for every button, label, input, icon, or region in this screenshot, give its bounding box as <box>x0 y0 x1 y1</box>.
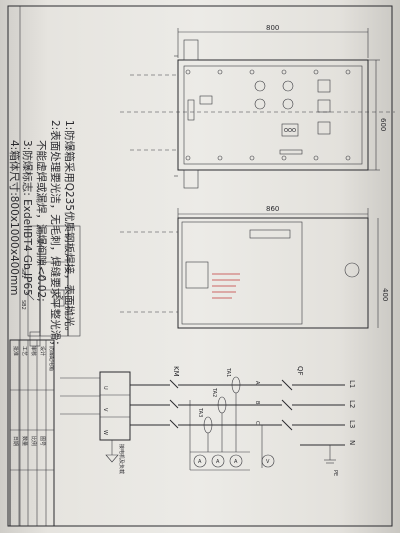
dimension-width: 800 <box>266 24 279 32</box>
title-block-cell: 设计 <box>39 346 46 356</box>
lifting-ring-icon <box>344 262 360 278</box>
front-view <box>120 28 395 189</box>
title-block-cell: 数量 <box>21 436 28 446</box>
switch-contact-icon <box>39 243 47 251</box>
phase-l2: L2 <box>348 400 356 408</box>
title-block-cell: 工艺 <box>21 346 27 356</box>
phase-l3: L3 <box>348 420 356 428</box>
phase-l1: L1 <box>348 380 356 388</box>
selector-switch-icon <box>282 80 294 92</box>
label-ta2: TA2 <box>211 387 217 397</box>
label-v: V <box>102 408 108 412</box>
cable-gland-icon <box>183 169 199 189</box>
ammeter-icon <box>229 454 243 468</box>
title-block-cell: 防爆配电箱 <box>48 346 55 371</box>
technical-notes: 1:防爆箱采用Q235优质钢板焊接，表面抛光。 2:表面处理要光洁，无毛刺，焊缝… <box>8 120 76 351</box>
ammeter-icon <box>211 454 225 468</box>
title-block <box>9 339 55 527</box>
label-qf: QF <box>296 366 304 376</box>
label-w: W <box>102 430 108 435</box>
breaker-contact-icon <box>281 419 293 431</box>
note-5: 4:箱体尺寸:800x1000x400mm <box>8 140 21 295</box>
selector-switch-icon <box>282 98 294 110</box>
breaker-contact-icon <box>281 379 293 391</box>
contactor-contact-icon <box>169 379 179 389</box>
label-u: U <box>102 386 108 390</box>
nameplate-icon <box>199 95 213 105</box>
note-2: 2:表面处理要光洁，无毛刺，焊缝要求平整光滑； <box>49 120 62 351</box>
ammeter-c-label: A <box>234 459 238 465</box>
meter-icon <box>317 99 331 113</box>
note-3: 不能虚焊或漏焊，漏爆间隙<0.02; <box>35 140 48 302</box>
device-mount-icon <box>185 261 209 289</box>
handle-icon <box>279 149 303 155</box>
power-circuit <box>60 371 345 471</box>
title-block-cell: 比例 <box>30 436 37 446</box>
dimension-depth-side: 400 <box>381 288 389 301</box>
control-circuit <box>25 225 81 347</box>
enclosure-door <box>183 65 363 165</box>
enclosure-front <box>177 59 369 171</box>
dimension-depth-top: 860 <box>266 205 279 213</box>
meter-icon <box>317 121 331 135</box>
label-ta1: TA1 <box>225 367 231 377</box>
ammeter-b-label: A <box>216 459 220 465</box>
label-ta3: TA3 <box>197 407 203 417</box>
phase-pe: PE <box>332 470 338 476</box>
label-km: KM <box>172 366 180 377</box>
button-group-icon <box>281 123 299 137</box>
label-sb2: SB2 <box>20 300 26 310</box>
contactor-contact-icon <box>169 419 179 429</box>
label-km-coil: KM <box>56 296 64 302</box>
enclosure-side <box>177 217 369 329</box>
meters <box>193 454 275 468</box>
label-sb1: SB1 <box>20 268 26 278</box>
note-4: 3:防爆标志: ExdeIIBT4 Gb IP65 <box>21 140 34 296</box>
indicator-light-icon <box>254 80 266 92</box>
dimension-height: 600 <box>379 118 387 131</box>
meter-icon <box>317 79 331 93</box>
phase-c: C <box>254 421 260 425</box>
phase-n: N <box>348 440 356 445</box>
motor-output-arrow-icon <box>105 454 119 463</box>
note-1: 1:防爆箱采用Q235优质钢板焊接，表面抛光。 <box>63 120 76 337</box>
cable-gland-icon <box>183 39 199 61</box>
ammeter-icon <box>193 454 207 468</box>
label-motor-output: 接电机及负载 <box>118 444 125 474</box>
title-block-cell: 批准 <box>12 346 19 356</box>
contactor-contact-icon <box>169 399 179 409</box>
indicator-light-icon <box>254 98 266 110</box>
phase-a: A <box>254 381 260 385</box>
voltmeter-label: V <box>266 459 270 465</box>
voltmeter-icon <box>261 454 275 468</box>
title-block-cell: 审核 <box>30 346 37 356</box>
title-block-cell: 日期 <box>12 436 18 446</box>
ammeter-a-label: A <box>198 459 202 465</box>
switch-contact-icon <box>39 273 47 281</box>
breaker-contact-icon <box>281 399 293 411</box>
phase-b: B <box>254 401 260 405</box>
drawing-border <box>7 5 393 527</box>
fuse-icon <box>29 331 41 347</box>
coil-icon <box>53 289 65 307</box>
title-block-cell: 图号 <box>39 436 45 446</box>
handle-icon <box>249 229 291 239</box>
terminal-block <box>99 371 131 441</box>
side-view <box>120 208 379 329</box>
